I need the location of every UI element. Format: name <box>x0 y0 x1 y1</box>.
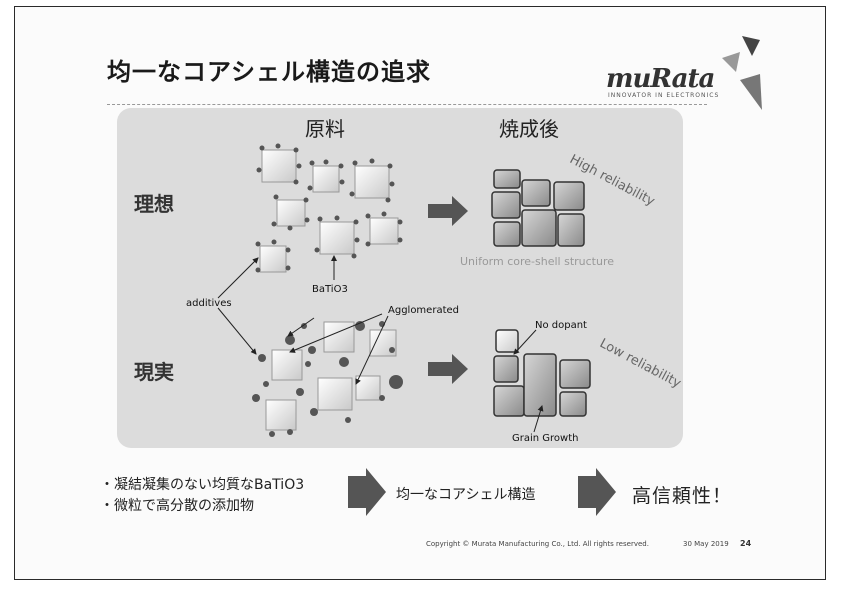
corner-triangle-3 <box>740 74 762 110</box>
grain <box>521 179 551 207</box>
label-batio3: BaTiO3 <box>312 284 348 295</box>
header-raw-material: 原料 <box>305 117 345 141</box>
batio3-particle <box>271 349 303 381</box>
grain <box>493 169 521 189</box>
grain <box>493 385 525 417</box>
arrow-bottom-2 <box>578 468 616 516</box>
grain-no-dopant <box>495 329 519 353</box>
footer-date: 30 May 2019 <box>683 540 729 548</box>
logo-tagline: INNOVATOR IN ELECTRONICS <box>608 92 720 99</box>
label-additives: additives <box>186 298 232 309</box>
bullet-item: ・凝結凝集のない均質なBaTiO3 <box>100 477 305 493</box>
batio3-particle <box>369 217 399 245</box>
pointer-lines <box>217 255 544 433</box>
text-high-reliability: 高信頼性！ <box>632 485 733 507</box>
grain-large <box>523 353 557 417</box>
batio3-particle <box>261 149 297 183</box>
corner-triangle-1 <box>742 36 760 56</box>
grain <box>557 213 585 247</box>
ideal-particles <box>255 143 403 273</box>
batio3-particle <box>259 245 287 273</box>
bullet-list: ・凝結凝集のない均質なBaTiO3 ・微粒で高分散の添加物 <box>100 475 304 517</box>
grain <box>559 359 591 389</box>
grain <box>493 221 521 247</box>
arrow-bottom-1 <box>348 468 386 516</box>
batio3-particle <box>317 377 353 411</box>
header-after-firing: 焼成後 <box>499 117 559 141</box>
murata-logo: muRata <box>606 64 715 94</box>
grain <box>521 209 557 247</box>
page-number: 24 <box>740 539 752 548</box>
row-label-reality: 現実 <box>134 360 174 384</box>
slide-title: 均一なコアシェル構造の追求 <box>107 58 432 86</box>
text-uniform-structure: 均一なコアシェル構造 <box>396 487 536 503</box>
label-no-dopant: No dopant <box>535 320 587 331</box>
batio3-particle <box>319 221 355 255</box>
label-grain-growth: Grain Growth <box>512 433 579 444</box>
corner-triangle-2 <box>722 52 740 72</box>
grain <box>491 191 521 219</box>
batio3-particle <box>355 375 381 401</box>
ideal-grains <box>491 169 585 247</box>
comparison-panel <box>117 108 683 448</box>
arrow-ideal <box>428 196 468 226</box>
batio3-particle <box>265 399 297 431</box>
reality-grains <box>493 329 591 417</box>
label-uniform-core-shell: Uniform core-shell structure <box>460 255 615 268</box>
batio3-particle <box>312 165 340 193</box>
bullet-item: ・微粒で高分散の添加物 <box>100 498 254 514</box>
arrow-reality <box>428 354 468 384</box>
label-agglomerated: Agglomerated <box>388 305 459 316</box>
reality-particles <box>252 321 403 437</box>
grain <box>559 391 587 417</box>
grain <box>493 355 519 383</box>
footer-copyright: Copyright © Murata Manufacturing Co., Lt… <box>426 540 649 548</box>
row-label-ideal: 理想 <box>134 192 174 216</box>
title-divider <box>107 104 707 105</box>
batio3-particle <box>276 199 306 227</box>
batio3-particle <box>354 165 390 199</box>
batio3-particle <box>323 321 355 353</box>
grain <box>553 181 585 211</box>
